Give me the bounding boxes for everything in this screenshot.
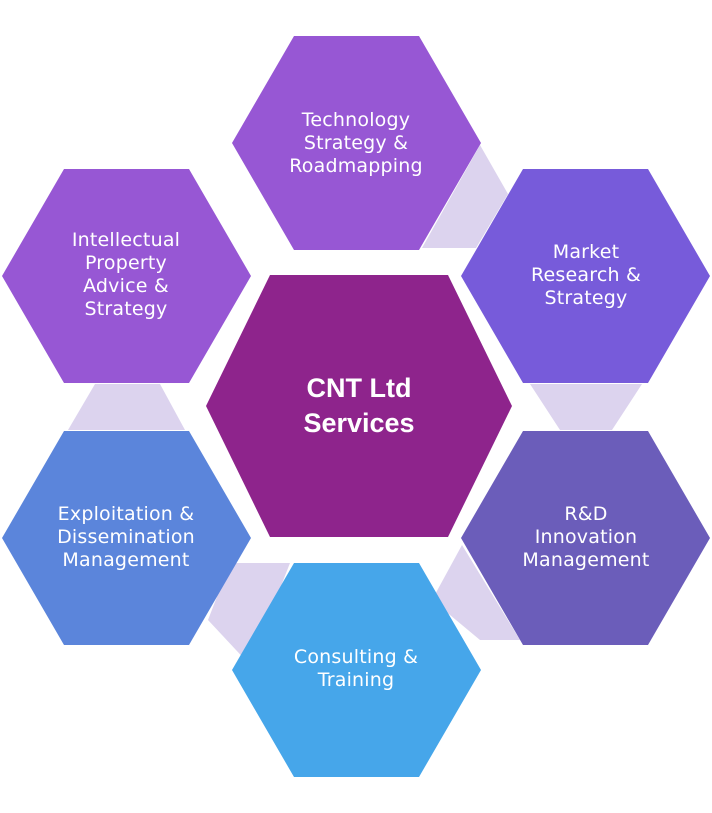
hex-technology	[232, 36, 481, 250]
connector-market-rnd	[530, 384, 642, 430]
center-title: CNT Ltd Services	[303, 373, 415, 438]
hex-market	[461, 169, 710, 383]
hex-center	[206, 275, 512, 537]
connector-exploitation-ip	[68, 384, 185, 430]
connector-consulting-exploitation	[208, 563, 290, 665]
hex-ip	[2, 169, 251, 383]
connector-technology-market	[422, 145, 508, 248]
hex-rnd	[461, 431, 710, 645]
connector-rnd-consulting	[432, 545, 520, 640]
connector-group	[68, 145, 642, 665]
hex-exploitation	[2, 431, 251, 645]
hex-consulting	[232, 563, 481, 777]
